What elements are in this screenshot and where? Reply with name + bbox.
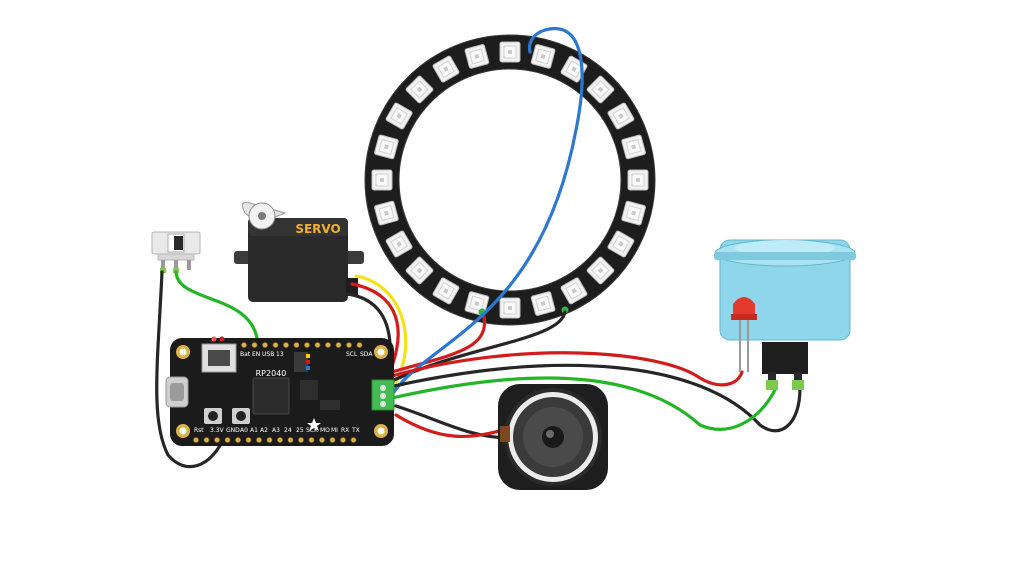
pin-label-mi: MI: [331, 427, 338, 434]
header-pad: [340, 437, 346, 443]
neopixel-pixel: [499, 297, 521, 319]
wire-switch-green: [174, 270, 260, 350]
header-pad: [319, 437, 325, 443]
wire-button-green: [390, 376, 778, 431]
neopixel-pixel: [374, 200, 399, 226]
speaker: [498, 384, 608, 490]
neopixel-pixel: [385, 230, 413, 258]
pin-label-a2: A2: [260, 427, 268, 434]
arcade-button: [714, 239, 856, 390]
header-pad: [245, 437, 252, 443]
neopixel-pixel: [530, 291, 556, 316]
servo-motor: SERVO: [234, 202, 364, 302]
pin-label-a0: A0: [240, 427, 248, 434]
pin-label-tx: TX: [351, 427, 360, 434]
pin-label-rx: RX: [341, 427, 349, 434]
top-header-pads: [241, 342, 363, 348]
header-pad: [356, 342, 363, 348]
pin-label-rst: Rst: [194, 427, 204, 434]
wire-servo-yellow: [354, 274, 408, 384]
servo-label: SERVO: [295, 222, 340, 236]
neopixel-pixel: [405, 75, 434, 104]
pin-label-scl: SCL: [346, 351, 358, 358]
neopixel-pixel: [499, 41, 521, 63]
header-pad: [293, 342, 300, 348]
wire-neopixel-red: [390, 314, 487, 374]
pin-label-bat: Bat: [240, 351, 251, 358]
pin-label-13: 13: [276, 351, 284, 358]
pin-label-en: EN: [252, 351, 260, 358]
pin-label-sck: SCK: [306, 427, 319, 434]
neopixel-pixel: [586, 75, 615, 104]
header-pad: [214, 437, 220, 443]
neopixel-pixel: [385, 102, 413, 130]
neopixel-ring: [364, 34, 656, 326]
neopixel-pixel: [405, 256, 434, 285]
header-pad: [262, 342, 268, 348]
header-pad: [314, 342, 321, 348]
wire-button-black: [392, 363, 802, 433]
neopixel-pixel: [432, 277, 460, 305]
header-pad: [350, 437, 357, 443]
pin-label-sda: SDA: [360, 351, 373, 358]
pin-label-24: 24: [284, 427, 292, 434]
neopixel-pixel: [621, 134, 646, 160]
neopixel-pixel: [432, 55, 460, 83]
neopixel-pixel: [374, 134, 399, 160]
header-pad: [266, 437, 273, 443]
header-pad: [251, 342, 258, 348]
header-pad: [329, 437, 336, 443]
pin-label-gnd: GND: [226, 427, 240, 434]
header-pad: [335, 342, 342, 348]
neopixel-pixel: [371, 169, 393, 191]
header-pad: [298, 437, 304, 443]
neopixel-pixel: [560, 55, 588, 83]
header-pad: [235, 437, 241, 443]
feather-rp2040-board: RP2040 Bat EN USB 13 SCL SDA Rst 3.3V: [165, 336, 395, 446]
pin-label-usb: USB: [262, 351, 274, 358]
header-pad: [283, 342, 289, 348]
pin-label-25: 25: [296, 427, 304, 434]
neopixel-pixel: [586, 256, 615, 285]
header-pad: [287, 437, 294, 443]
header-pad: [277, 437, 283, 443]
header-pad: [308, 437, 315, 443]
header-pad: [346, 342, 352, 348]
red-led: [731, 297, 757, 372]
wire-servo-red: [350, 282, 400, 368]
neopixel-pixel: [607, 102, 635, 130]
wire-led-red: [390, 351, 744, 387]
wire-speaker-black: [394, 404, 512, 440]
slide-switch: [151, 231, 201, 273]
header-pad: [272, 342, 279, 348]
neopixel-pixel: [464, 44, 490, 69]
header-pad: [304, 342, 310, 348]
header-pad: [224, 437, 231, 443]
header-pad: [256, 437, 262, 443]
header-pad: [203, 437, 210, 443]
pin-label-3v3: 3.3V: [210, 427, 225, 434]
neopixel-pixel: [621, 200, 646, 226]
neopixel-pixel: [607, 230, 635, 258]
wire-switch-black: [155, 270, 228, 469]
header-pad: [241, 342, 247, 348]
neopixel-pixel: [560, 277, 588, 305]
bottom-header-pads: [193, 437, 357, 443]
header-pad: [325, 342, 331, 348]
pin-label-a1: A1: [250, 427, 258, 434]
header-pad: [193, 437, 199, 443]
wire-neopixel-blue: [392, 26, 584, 394]
chip-label: RP2040: [256, 369, 287, 378]
neopixel-pixels: [371, 41, 649, 319]
pin-label-mo: MO: [320, 427, 330, 434]
neopixel-pixel: [530, 44, 556, 69]
wire-speaker-red: [394, 413, 512, 439]
neopixel-pixel: [627, 169, 649, 191]
pin-label-a3: A3: [272, 427, 280, 434]
